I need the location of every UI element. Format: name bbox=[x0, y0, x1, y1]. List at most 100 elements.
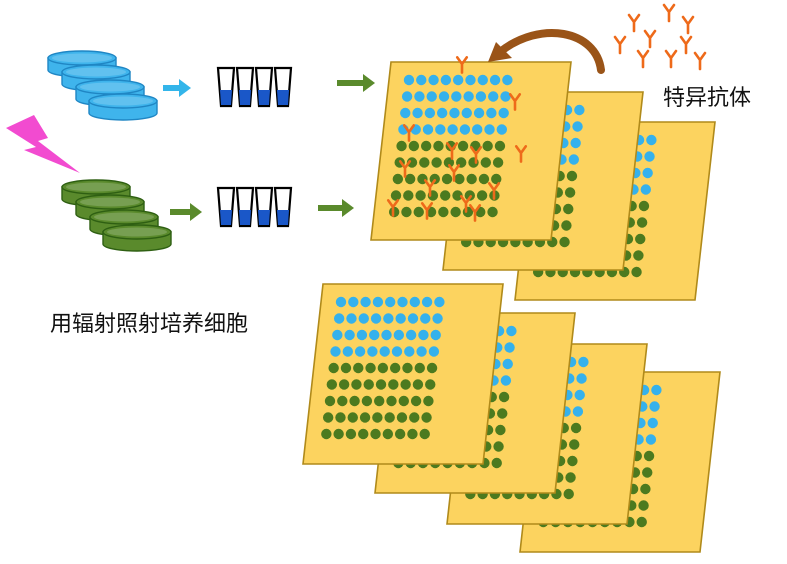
blue-spot bbox=[401, 91, 413, 102]
blue-spot bbox=[422, 124, 434, 135]
green-spot bbox=[324, 395, 336, 407]
green-spot bbox=[322, 412, 334, 423]
antibody-y-icon bbox=[487, 182, 501, 200]
green-spot bbox=[403, 190, 414, 201]
green-spot bbox=[340, 362, 352, 374]
antibody-y-icon bbox=[402, 124, 416, 142]
green-spot bbox=[372, 412, 383, 423]
green-spot bbox=[559, 236, 570, 248]
microarray-slide-icon bbox=[370, 61, 572, 241]
green-spot bbox=[347, 412, 358, 423]
blue-spot bbox=[438, 91, 450, 102]
blue-spot bbox=[642, 167, 653, 179]
green-spot bbox=[443, 157, 455, 168]
blue-spot bbox=[416, 346, 427, 357]
green-spot bbox=[400, 379, 411, 390]
antibody-label: 特异抗体 bbox=[663, 86, 752, 111]
blue-spot bbox=[502, 74, 513, 86]
green-spot bbox=[382, 428, 394, 440]
blue-spot bbox=[412, 107, 423, 119]
tube-icon bbox=[273, 66, 293, 108]
green-spot bbox=[415, 190, 426, 201]
green-spot bbox=[370, 428, 381, 440]
tube-icon bbox=[254, 186, 274, 228]
right-arrow-icon bbox=[170, 203, 202, 221]
culture-dish-icon bbox=[88, 93, 158, 121]
green-spot bbox=[423, 395, 434, 407]
green-spot bbox=[351, 379, 362, 390]
green-spot bbox=[561, 220, 572, 231]
green-spot bbox=[570, 422, 582, 434]
blue-spot bbox=[463, 91, 474, 102]
green-spot bbox=[457, 140, 469, 152]
green-spot bbox=[635, 233, 646, 245]
green-spot bbox=[636, 217, 648, 228]
antibody-y-icon bbox=[662, 3, 676, 23]
tube-icon bbox=[273, 186, 293, 228]
green-spot bbox=[394, 428, 406, 440]
green-spot bbox=[353, 362, 364, 374]
blue-spot bbox=[367, 346, 378, 357]
blue-spot bbox=[407, 313, 419, 324]
green-spot bbox=[335, 412, 346, 423]
blue-spot bbox=[578, 356, 589, 368]
green-spot bbox=[425, 379, 436, 390]
antibody-y-icon bbox=[469, 146, 483, 164]
green-spot bbox=[419, 157, 430, 168]
tube-icon bbox=[216, 66, 236, 108]
blue-spot bbox=[488, 91, 499, 102]
blue-spot bbox=[451, 91, 462, 102]
blue-spot bbox=[381, 329, 392, 341]
antibody-y-icon bbox=[455, 56, 469, 74]
green-spot bbox=[476, 190, 488, 201]
green-spot bbox=[413, 206, 424, 218]
green-spot bbox=[420, 140, 432, 152]
blue-spot bbox=[576, 373, 587, 384]
blue-spot bbox=[473, 107, 485, 119]
blue-spot bbox=[504, 342, 515, 353]
green-spot bbox=[466, 173, 477, 185]
blue-spot bbox=[420, 313, 431, 324]
green-spot bbox=[358, 428, 369, 440]
antibody-y-icon bbox=[627, 13, 641, 33]
blue-spot bbox=[502, 358, 513, 370]
blue-spot bbox=[418, 329, 429, 341]
blue-spot bbox=[465, 74, 476, 86]
green-spot bbox=[452, 190, 463, 201]
blue-spot bbox=[344, 329, 355, 341]
blue-spot bbox=[409, 296, 420, 308]
blue-spot bbox=[426, 91, 437, 102]
blue-spot bbox=[397, 296, 408, 308]
antibody-y-icon bbox=[447, 164, 461, 182]
blue-spot bbox=[574, 389, 585, 401]
antibody-y-icon bbox=[636, 49, 650, 69]
blue-spot bbox=[475, 91, 487, 102]
blue-spot bbox=[647, 417, 658, 429]
antibody-y-icon bbox=[386, 199, 400, 217]
blue-spot bbox=[430, 329, 441, 341]
tube-icon bbox=[216, 186, 236, 228]
green-spot bbox=[406, 157, 418, 168]
blue-spot bbox=[385, 296, 396, 308]
green-spot bbox=[361, 395, 373, 407]
tube-rack bbox=[216, 66, 293, 108]
green-spot bbox=[396, 140, 407, 152]
green-spot bbox=[643, 450, 655, 462]
antibody-y-icon bbox=[664, 49, 678, 69]
blue-spot bbox=[484, 124, 495, 135]
green-spot bbox=[392, 173, 404, 185]
culture-dish-icon bbox=[102, 224, 172, 252]
blue-spot bbox=[449, 107, 460, 119]
blue-spot bbox=[472, 124, 483, 135]
irradiated-cells-label: 用辐射照射培养细胞 bbox=[50, 312, 249, 337]
tube-icon bbox=[235, 186, 255, 228]
blue-spot bbox=[440, 74, 452, 86]
green-spot bbox=[426, 362, 438, 374]
tube-icon bbox=[254, 66, 274, 108]
blue-spot bbox=[651, 384, 662, 396]
green-spot bbox=[365, 362, 376, 374]
green-spot bbox=[333, 428, 344, 440]
blue-spot bbox=[649, 401, 660, 412]
green-spot bbox=[359, 412, 371, 423]
